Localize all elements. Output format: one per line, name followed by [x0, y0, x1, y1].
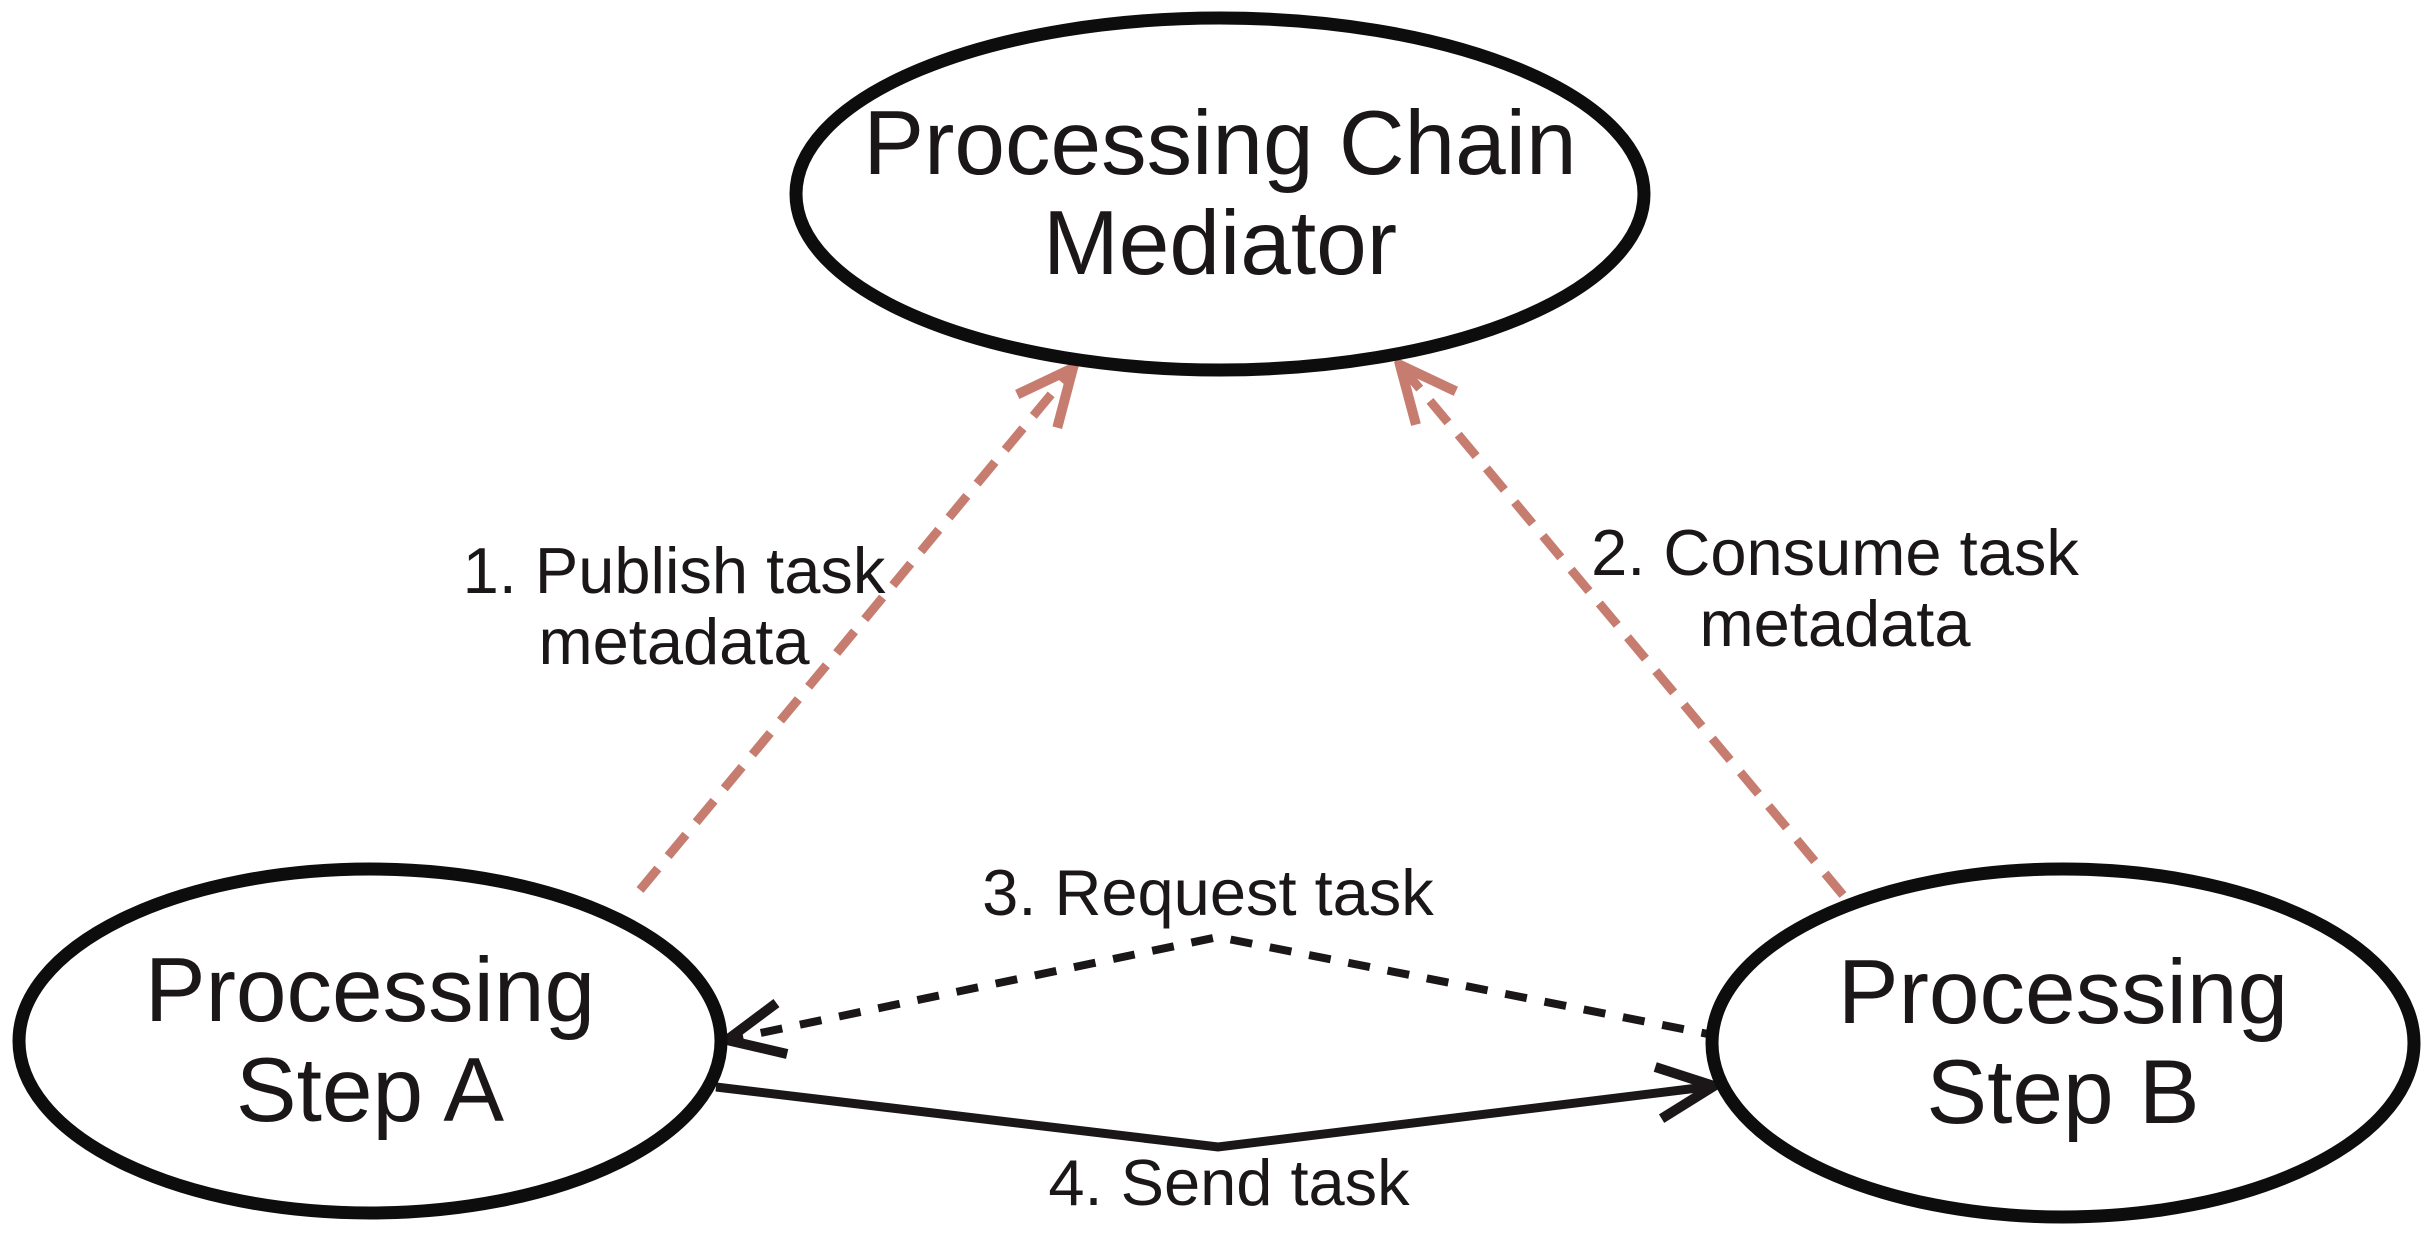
request-task-arrow — [727, 932, 1724, 1040]
send-task-arrow — [715, 1086, 1714, 1152]
step-b-node-label: Processing Step B — [1837, 941, 2289, 1143]
node-processing-step-b — [1705, 862, 2421, 1224]
node-processing-chain-mediator — [789, 11, 1651, 377]
send-task-label: 4. Send task — [1048, 1146, 1410, 1219]
request-task-label: 3. Request task — [982, 856, 1434, 929]
consume-task-metadata-label: 2. Consume task metadata — [1591, 516, 2079, 660]
publish-task-metadata-label: 1. Publish task metadata — [462, 534, 886, 678]
publish-task-metadata-arrow — [636, 368, 1073, 893]
mediator-node-label: Processing Chain Mediator — [863, 92, 1577, 294]
step-a-node-label: Processing Step A — [144, 939, 596, 1141]
consume-task-metadata-arrow — [1400, 365, 1847, 898]
node-processing-step-a — [12, 862, 728, 1220]
